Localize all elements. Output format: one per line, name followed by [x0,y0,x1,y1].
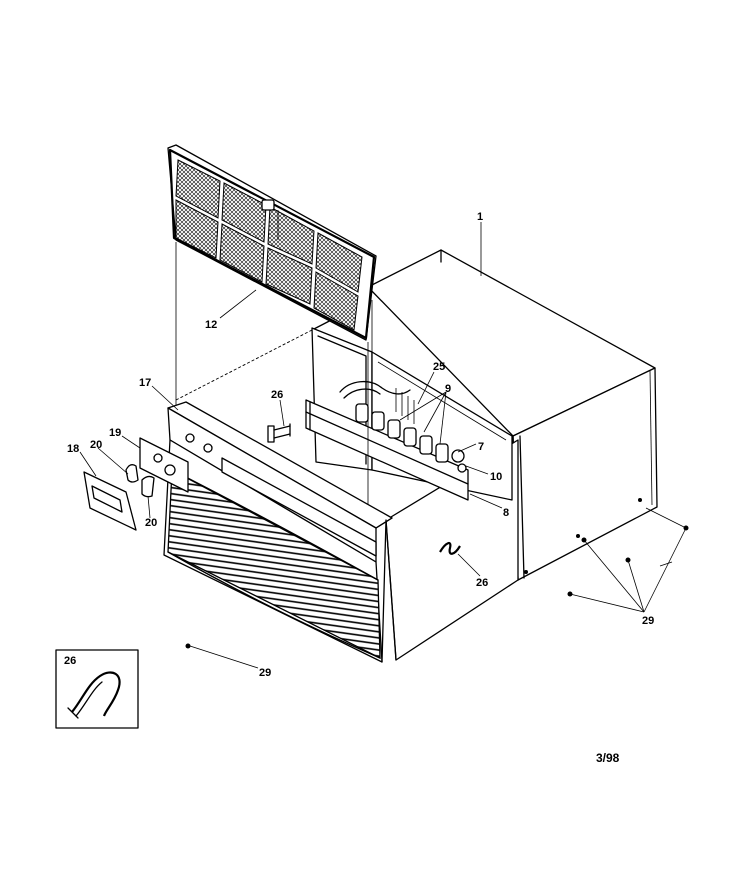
clip-26-side [439,542,461,555]
control-plate [139,437,189,493]
callout-8: 8 [503,507,509,519]
callout-10: 10 [490,471,502,483]
callout-26-inset: 26 [64,655,76,667]
air-filter [167,144,377,341]
control-components [355,403,467,473]
callout-9: 9 [445,383,451,395]
callout-12: 12 [205,319,217,331]
knob-lower [141,475,155,498]
control-door [83,471,137,531]
inset-detail-box [55,649,139,729]
callout-29-front: 29 [259,667,271,679]
leader-lines [79,222,687,669]
callout-20-upper: 20 [90,439,102,451]
callout-7: 7 [478,441,484,453]
knob-upper [125,464,139,483]
callout-17: 17 [139,377,151,389]
callout-19: 19 [109,427,121,439]
callout-20-lower: 20 [145,517,157,529]
screw-26 [267,423,291,443]
assembly-guide-lines [175,210,373,520]
callout-29-side: 29 [642,615,654,627]
control-bracket [305,399,469,501]
date-code: 3/98 [596,751,620,765]
callout-26-clip: 26 [476,577,488,589]
callout-25: 25 [433,361,445,373]
cabinet [367,249,658,661]
callout-1: 1 [477,211,483,223]
callout-18: 18 [67,443,79,455]
front-panel [163,401,393,663]
callout-26-screw: 26 [271,389,283,401]
